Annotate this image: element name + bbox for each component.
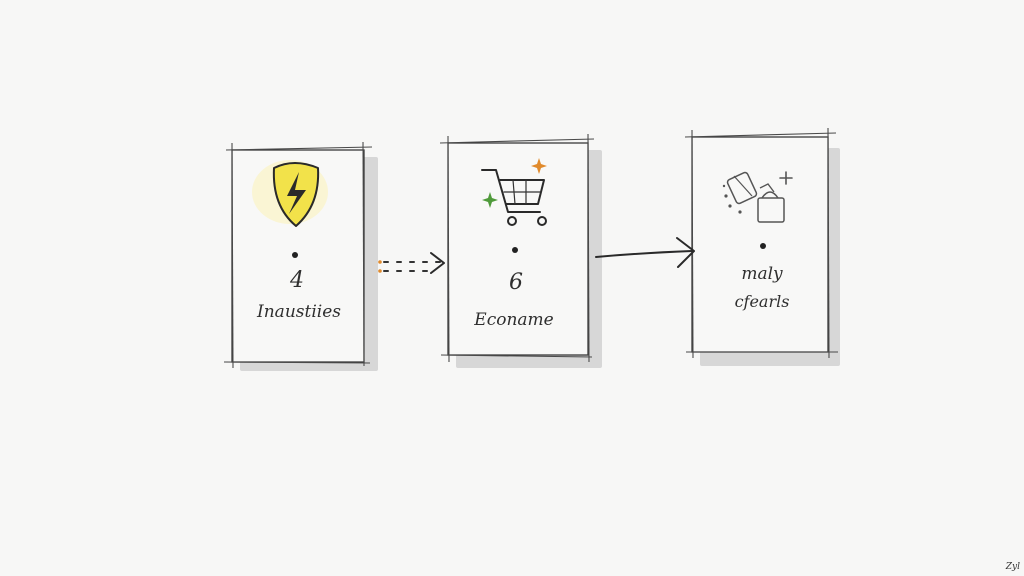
dot-marker bbox=[292, 252, 298, 258]
cleaning-supplies-icon bbox=[722, 171, 793, 223]
card-industries-label: Inaustiies bbox=[257, 302, 341, 322]
dot-marker bbox=[512, 247, 518, 253]
dotted-arrow-connector bbox=[378, 252, 445, 274]
shopping-cart-icon bbox=[481, 169, 547, 226]
card-cleaning bbox=[684, 127, 840, 366]
sparkle-orange-icon bbox=[531, 158, 547, 174]
solid-arrow-connector bbox=[595, 237, 695, 268]
card-ecommerce-label: Econame bbox=[474, 310, 554, 330]
sparkle-green-icon bbox=[482, 192, 498, 208]
card-ecommerce-glyph: 6 bbox=[509, 270, 523, 295]
artist-signature: Zyl bbox=[1005, 562, 1020, 572]
card-cleaning-glyph: maly bbox=[741, 264, 783, 284]
card-cleaning-label: cfearls bbox=[734, 292, 790, 311]
card-industries bbox=[223, 141, 378, 371]
shield-lightning-icon bbox=[252, 160, 328, 227]
dot-marker bbox=[760, 243, 766, 249]
card-industries-glyph: 4 bbox=[290, 268, 304, 293]
card-ecommerce bbox=[439, 133, 602, 368]
